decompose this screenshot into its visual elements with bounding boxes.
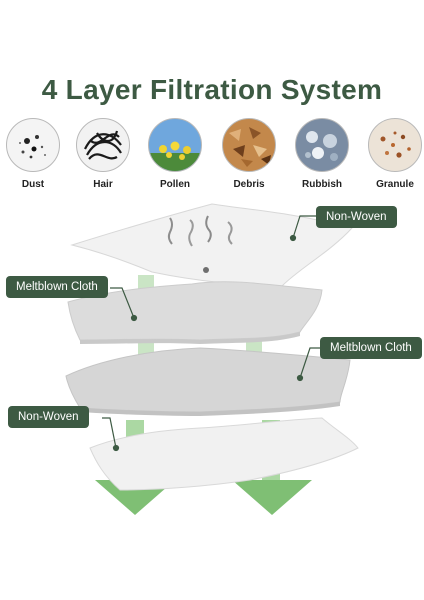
granule-icon	[368, 118, 422, 172]
rubbish-icon	[295, 118, 349, 172]
arrow-right-icon	[232, 480, 312, 515]
particle-label: Dust	[21, 179, 45, 190]
label-non-woven-bottom: Non-Woven	[8, 406, 89, 428]
debris-icon	[222, 118, 276, 172]
layer-non-woven-bottom	[89, 417, 359, 491]
page-title: 4 Layer Filtration System	[41, 74, 383, 105]
particle-label: Rubbish	[302, 179, 342, 190]
particle-pollen: Pollen	[148, 118, 202, 190]
particle-dust: Dust	[6, 118, 60, 190]
layer-non-woven-top	[70, 203, 353, 287]
particle-granule: Granule	[368, 118, 422, 190]
dust-icon	[6, 118, 60, 172]
label-meltblown-cloth-2: Meltblown Cloth	[320, 337, 422, 359]
pollen-icon	[148, 118, 202, 172]
particle-label: Pollen	[159, 179, 190, 190]
captured-particles	[167, 215, 233, 273]
particle-row: Dust Hair Pollen	[0, 118, 424, 194]
layer-meltblown-1	[67, 281, 323, 341]
label-non-woven-top: Non-Woven	[316, 206, 397, 228]
leader-lines	[102, 215, 322, 452]
particle-debris: Debris	[222, 118, 276, 190]
particle-label: Granule	[376, 179, 414, 190]
label-meltblown-cloth-1: Meltblown Cloth	[6, 276, 108, 298]
particle-label: Debris	[233, 179, 265, 190]
filtration-layers-illustration	[65, 203, 359, 515]
hair-icon	[76, 118, 130, 172]
layer-meltblown-2	[65, 347, 351, 413]
particle-label: Hair	[93, 179, 113, 190]
particle-hair: Hair	[76, 118, 130, 190]
particle-rubbish: Rubbish	[295, 118, 349, 190]
